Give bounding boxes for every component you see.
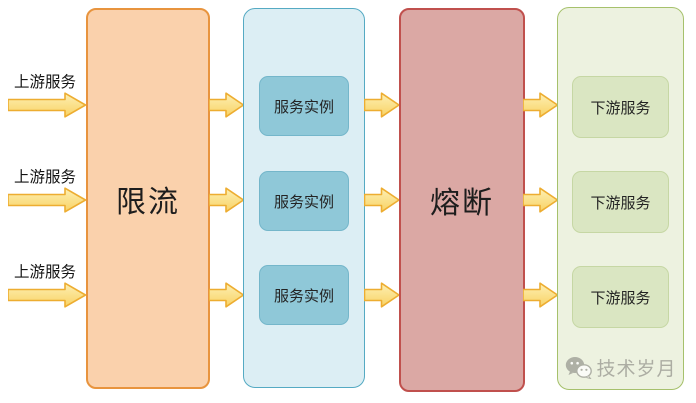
service-instance-label: 服务实例: [273, 192, 334, 211]
flow-arrow-icon: [523, 282, 559, 308]
flow-arrow-icon: [364, 92, 400, 118]
downstream-service-box: 下游服务: [572, 76, 669, 138]
rate-limit-label: 限流: [116, 184, 180, 220]
downstream-service-label: 下游服务: [590, 193, 651, 212]
service-instance-box: 服务实例: [259, 171, 349, 231]
flow-arrow-icon: [8, 282, 87, 308]
upstream-service-label: 上游服务: [14, 73, 77, 91]
watermark-label: 技术岁月: [596, 358, 677, 380]
service-instance-box: 服务实例: [259, 265, 349, 325]
flow-arrow-icon: [523, 92, 559, 118]
flow-arrow-icon: [364, 187, 400, 213]
downstream-service-box: 下游服务: [572, 171, 669, 233]
downstream-service-label: 下游服务: [590, 98, 651, 117]
rate-limit-box: 限流: [86, 8, 210, 389]
service-instance-label: 服务实例: [273, 286, 334, 305]
service-instances-container: 服务实例 服务实例 服务实例: [243, 8, 365, 388]
circuit-breaker-box: 熔断: [399, 8, 525, 392]
downstream-services-container: 下游服务 下游服务 下游服务 技术岁月: [557, 7, 684, 390]
flow-arrow-icon: [8, 187, 87, 213]
service-instance-box: 服务实例: [259, 76, 349, 136]
flow-arrow-icon: [209, 282, 245, 308]
wechat-icon: [565, 357, 592, 379]
flow-arrow-icon: [209, 187, 245, 213]
flow-arrow-icon: [523, 187, 559, 213]
circuit-breaker-label: 熔断: [430, 186, 494, 221]
flow-arrow-icon: [209, 92, 245, 118]
flow-arrow-icon: [8, 92, 87, 118]
downstream-service-label: 下游服务: [590, 288, 651, 307]
downstream-service-box: 下游服务: [572, 266, 669, 328]
upstream-service-label: 上游服务: [14, 263, 77, 281]
service-instance-label: 服务实例: [273, 97, 334, 116]
flow-arrow-icon: [364, 282, 400, 308]
watermark: 技术岁月: [564, 354, 676, 381]
upstream-service-label: 上游服务: [14, 168, 77, 186]
